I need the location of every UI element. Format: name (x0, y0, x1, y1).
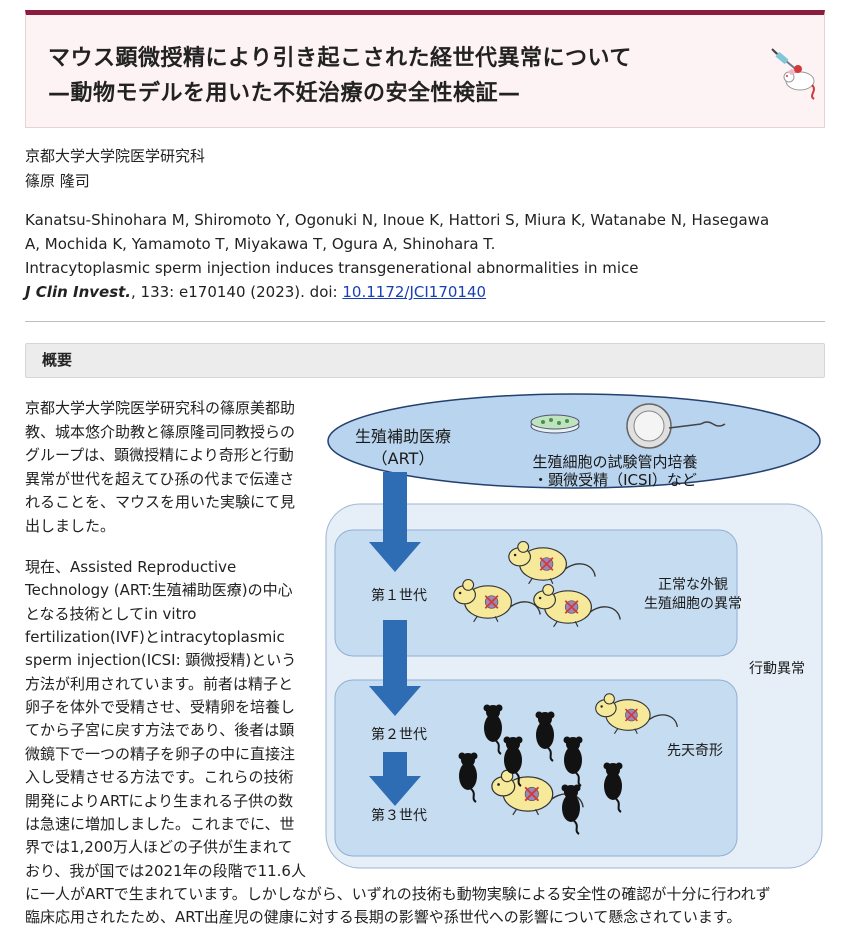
transgenerational-figure: 生殖補助医療 （ART） 生殖細胞の試験管内培養 ・顕微受精（ICSI）など 第… (323, 392, 825, 870)
paragraph-2-line: に一人がARTで生まれています。しかしながら、いずれの技術も動物実験による安全性… (25, 884, 771, 903)
mice-layer (453, 540, 678, 835)
gen1-panel (334, 529, 738, 657)
paragraph-1-line: グループは、顕微授精により奇形と行動 (25, 446, 294, 464)
paragraph-1-line: 京都大学大学院医学研究科の篠原美都助 (25, 399, 296, 417)
sperm-needle-icon (668, 421, 726, 429)
arrow-gen2-to-gen3 (369, 752, 421, 806)
art-label-line-2: （ART） (372, 449, 435, 468)
black-mouse-icon (563, 736, 583, 787)
author-name: 篠原 隆司 (25, 172, 90, 190)
paragraph-1-line: 出しました。 (25, 516, 116, 535)
citation-authors-line-1: Kanatsu-Shinohara M, Shiromoto Y, Ogonuk… (25, 211, 770, 229)
citation-details: , 133: e170140 (2023). doi: (131, 283, 343, 301)
article-title-line-1: マウス顕微授精により引き起こされた経世代異常について (48, 46, 632, 71)
black-mouse-icon (561, 784, 581, 835)
citation-journal-line: J Clin Invest., 133: e170140 (2023). doi… (25, 281, 486, 303)
mouse-icon (491, 769, 584, 816)
behavior-label: 行動異常 (749, 661, 805, 677)
black-mouse-icon (483, 704, 503, 755)
paragraph-2-line: 入し受精させる方法です。これらの技術 (25, 768, 294, 787)
culture-label-line-2: ・顕微受精（ICSI）など (533, 471, 697, 489)
paragraph-2-line: 現在、Assisted Reproductive (25, 558, 237, 576)
gen1-note-line-1: 正常な外観 (658, 576, 728, 593)
citation-article-title: Intracytoplasmic sperm injection induces… (25, 259, 639, 277)
paragraph-1-line: れることを、マウスを用いた実験にて見 (25, 493, 296, 511)
art-ellipse (327, 393, 821, 489)
arrow-gen1-to-gen2 (369, 620, 421, 716)
art-label-line-1: 生殖補助医療 (355, 427, 451, 446)
black-mouse-icon (458, 752, 478, 803)
paragraph-2-line: となる技術としてin vitro (25, 604, 197, 623)
gen3-label: 第３世代 (371, 807, 427, 824)
paragraph-2-line: 微鏡下で一つの精子を卵子の中に直接注 (25, 744, 296, 763)
article-title-line-2: —動物モデルを用いた不妊治療の安全性検証— (48, 81, 521, 106)
paragraph-2-line: sperm injection(ICSI: 顕微授精)という (25, 651, 297, 670)
paragraph-2-line: 界では1,200万人ほどの子供が生まれて (25, 838, 293, 857)
paragraph-1-line: 異常が世代を超えてひ孫の代まで伝達さ (25, 469, 295, 488)
paragraph-2-line: 臨床応用されたため、ART出産児の健康に対する長期の影響や孫世代への影響について… (25, 908, 742, 927)
section-heading: 概要 (25, 343, 825, 378)
paragraph-2-line: は急速に増加しました。これまでに、世 (25, 814, 295, 833)
author-affiliation: 京都大学大学院医学研究科 (25, 147, 206, 165)
mouse-icon (533, 583, 621, 628)
mouse-syringe-icon (771, 48, 815, 100)
black-mouse-icon (503, 736, 523, 787)
paragraph-2-line: おり、我が国では2021年の段階で11.6人 (25, 861, 306, 880)
malformation-label: 先天奇形 (667, 742, 723, 759)
culture-label-line-1: 生殖細胞の試験管内培養 (532, 453, 697, 471)
citation-authors-line-2: A, Mochida K, Yamamoto T, Miyakawa T, Og… (25, 235, 496, 253)
paragraph-2-line: fertilization(IVF)とintracytoplasmic (25, 628, 285, 647)
paragraph-2-line: 開発によりARTにより生まれる子供の数 (25, 791, 294, 810)
mouse-icon (595, 693, 678, 735)
gen2-label: 第２世代 (371, 726, 427, 743)
figure-diagram: 生殖補助医療 （ART） 生殖細胞の試験管内培養 ・顕微受精（ICSI）など 第… (325, 393, 823, 869)
doi-link[interactable]: 10.1172/JCI170140 (342, 283, 487, 301)
black-mouse-icon (535, 711, 555, 762)
paragraph-1-line: 教、城本悠介助教と篠原隆司同教授らの (25, 422, 296, 441)
article-title-box: マウス顕微授精により引き起こされた経世代異常について —動物モデルを用いた不妊治… (25, 10, 825, 128)
arrow-art-to-gen1 (369, 472, 421, 572)
egg-cell-icon (626, 403, 672, 449)
paragraph-2-line: 卵子を体外で受精させ、受精卵を培養し (25, 698, 296, 717)
gen1-label: 第１世代 (371, 587, 427, 604)
gen1-note-line-2: 生殖細胞の異常 (644, 595, 742, 612)
petri-dish-icon (530, 414, 580, 434)
black-mouse-icon (603, 762, 623, 813)
paragraph-2-line: 方法が利用されています。前者は精子と (25, 674, 294, 693)
journal-name: J Clin Invest. (25, 283, 132, 301)
section-divider (25, 321, 825, 322)
paragraph-2-line: Technology (ART:生殖補助医療)の中心 (25, 581, 293, 600)
mouse-icon (453, 578, 541, 623)
mouse-icon (508, 540, 596, 585)
paragraph-2-line: てから子宮に戻す方法であり、後者は顕 (25, 721, 295, 740)
